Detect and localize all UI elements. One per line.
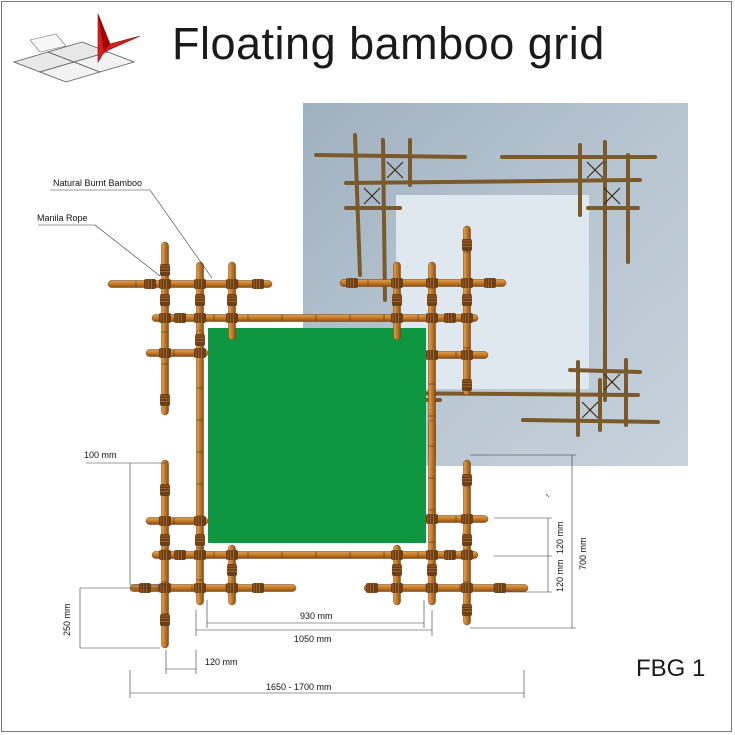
manila-rope-lashing [494,583,506,593]
bamboo-pole [196,329,204,606]
manila-rope-lashing [174,313,186,323]
manila-rope-lashing [160,264,170,276]
manila-rope-lashing [444,313,456,323]
manila-rope-lashing [159,348,171,358]
manila-rope-lashing [462,534,472,546]
manila-rope-lashing [160,294,170,306]
manila-rope-lashing [461,313,473,323]
manila-rope-lashing [159,583,171,593]
manila-rope-lashing [366,583,378,593]
manila-rope-lashing [426,350,438,360]
manila-rope-lashing [160,394,170,406]
manila-rope-lashing [227,294,237,306]
manila-rope-lashing [144,279,156,289]
manila-rope-lashing [160,484,170,496]
manila-rope-lashing [444,550,456,560]
manila-rope-lashing [462,239,472,251]
render-bamboo-pole [521,418,660,424]
page-title: Floating bamboo grid [172,18,605,69]
manila-rope-lashing [194,348,206,358]
manila-rope-lashing [426,313,438,323]
manila-rope-lashing [462,294,472,306]
dim-1650-label: 1650 - 1700 mm [266,682,332,692]
manila-rope-lashing [194,516,206,526]
callout-manila-rope: Manila Rope [37,213,88,223]
bamboo-pole [463,225,471,396]
render-bamboo-pole [568,368,642,374]
manila-rope-lashing [160,534,170,546]
manila-rope-lashing [227,564,237,576]
manila-rope-lashing [391,313,403,323]
manila-rope-lashing [160,614,170,626]
manila-rope-lashing [346,278,358,288]
dim-120-lower-label: 120 mm [555,559,565,592]
manila-rope-lashing [195,534,205,546]
manila-rope-lashing [226,279,238,289]
manila-rope-lashing [426,514,438,524]
dim-1050-label: 1050 mm [294,634,332,644]
manila-rope-lashing [226,550,238,560]
render-bamboo-pole [344,178,642,185]
manila-rope-lashing [484,278,496,288]
bamboo-pole [107,280,273,288]
bamboo-pole [428,419,436,606]
manila-rope-lashing [226,313,238,323]
manila-rope-lashing [159,313,171,323]
manila-rope-lashing [226,583,238,593]
manila-rope-lashing [392,294,402,306]
bamboo-pole [363,584,529,592]
manila-rope-lashing [174,550,186,560]
manila-rope-lashing [461,278,473,288]
bamboo-pole [339,279,507,287]
manila-rope-lashing [426,583,438,593]
green-panel [208,328,426,543]
dim-930-label: 930 mm [300,611,333,621]
manila-rope-lashing [391,583,403,593]
drawing-code: FBG 1 [636,655,706,682]
manila-rope-lashing [462,474,472,486]
manila-rope-lashing [159,279,171,289]
callout-natural-burnt-bamboo: Natural Burnt Bamboo [53,178,142,188]
manila-rope-lashing [391,278,403,288]
render-bamboo-pole [381,138,387,302]
manila-rope-lashing [195,294,205,306]
manila-rope-lashing [427,294,437,306]
manila-rope-lashing [392,564,402,576]
manila-rope-lashing [194,279,206,289]
manila-rope-lashing [461,350,473,360]
manila-rope-lashing [252,279,264,289]
manila-rope-lashing [391,550,403,560]
manila-rope-lashing [195,334,205,346]
dim-120-upper-label: 120 mm [555,521,565,554]
ceiling-tiles-logo-icon [12,13,141,83]
manila-rope-lashing [461,550,473,560]
render-bamboo-pole [353,133,362,277]
dim-120-bottom-label: 120 mm [205,657,238,667]
dim-250-label: 250 mm [62,603,72,636]
manila-rope-lashing [194,550,206,560]
render-bamboo-pole [314,153,467,159]
manila-rope-lashing [159,550,171,560]
manila-rope-lashing [461,583,473,593]
manila-rope-lashing [159,516,171,526]
manila-rope-lashing [461,514,473,524]
manila-rope-lashing [252,583,264,593]
manila-rope-lashing [194,583,206,593]
manila-rope-lashing [462,379,472,391]
manila-rope-lashing [427,564,437,576]
manila-rope-lashing [462,604,472,616]
manila-rope-lashing [194,313,206,323]
dim-700-label: 700 mm [578,537,588,570]
manila-rope-lashing [426,278,438,288]
dim-100-label: 100 mm [84,450,117,460]
dimension-lines [38,189,576,698]
bamboo-frame [107,225,529,649]
manila-rope-lashing [426,550,438,560]
